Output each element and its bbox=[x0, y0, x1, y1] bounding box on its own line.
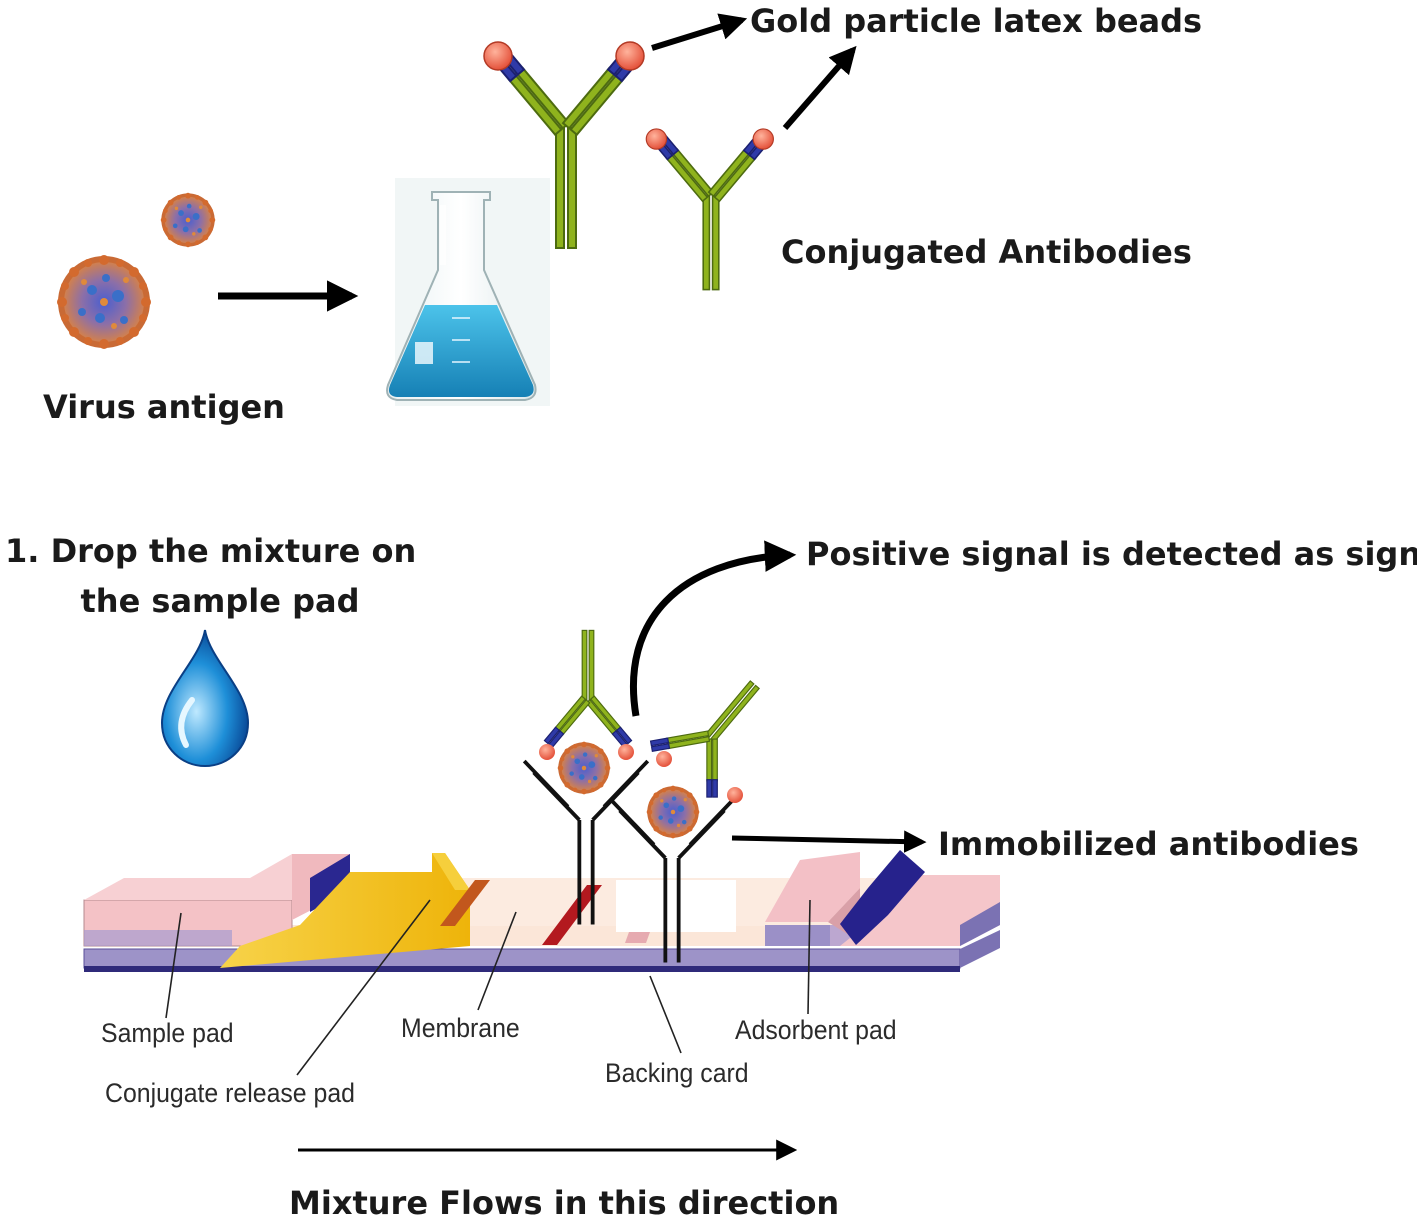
drop-instruction-line1: 1. Drop the mixture on bbox=[5, 532, 417, 570]
bead-left-2 bbox=[618, 744, 634, 760]
sample-pad-label: Sample pad bbox=[101, 1018, 234, 1048]
bead-left-1 bbox=[539, 744, 555, 760]
label-leader-lines bbox=[165, 899, 811, 1076]
conjugated-antibody-small bbox=[645, 128, 774, 291]
arrow-immobilized bbox=[731, 830, 927, 853]
detector-antibody-tilted bbox=[645, 656, 789, 803]
adsorbent-pad-label: Adsorbent pad bbox=[735, 1015, 897, 1045]
bead-right-2 bbox=[727, 787, 743, 803]
conjugated-antibody-large bbox=[483, 41, 645, 249]
gold-beads-label: Gold particle latex beads bbox=[750, 2, 1203, 40]
virus-antigen-small bbox=[160, 192, 216, 248]
membrane-label: Membrane bbox=[401, 1013, 520, 1043]
captured-virus-right bbox=[646, 785, 700, 839]
detector-antibody-upper bbox=[543, 629, 633, 748]
conjugated-antibodies-label: Conjugated Antibodies bbox=[781, 233, 1192, 271]
flask-icon bbox=[386, 178, 550, 406]
positive-signal-label: Positive signal is detected as signal bbox=[806, 535, 1417, 573]
arrow-to-gold-label-2 bbox=[782, 45, 857, 130]
backing-card-label: Backing card bbox=[605, 1058, 749, 1088]
water-drop-icon bbox=[160, 629, 250, 768]
flow-direction-label: Mixture Flows in this direction bbox=[289, 1184, 840, 1222]
arrow-to-gold-label-1 bbox=[651, 13, 748, 51]
bead-right-1 bbox=[656, 751, 672, 767]
captured-virus-left bbox=[557, 741, 611, 795]
drop-instruction-line2: the sample pad bbox=[80, 582, 360, 620]
immobilized-antibodies-label: Immobilized antibodies bbox=[938, 825, 1359, 863]
test-strip bbox=[83, 850, 1000, 972]
virus-antigen-large bbox=[57, 255, 151, 349]
arrow-positive-signal bbox=[629, 540, 797, 717]
conjugate-pad-label: Conjugate release pad bbox=[105, 1078, 355, 1108]
virus-antigen-label: Virus antigen bbox=[43, 388, 285, 426]
